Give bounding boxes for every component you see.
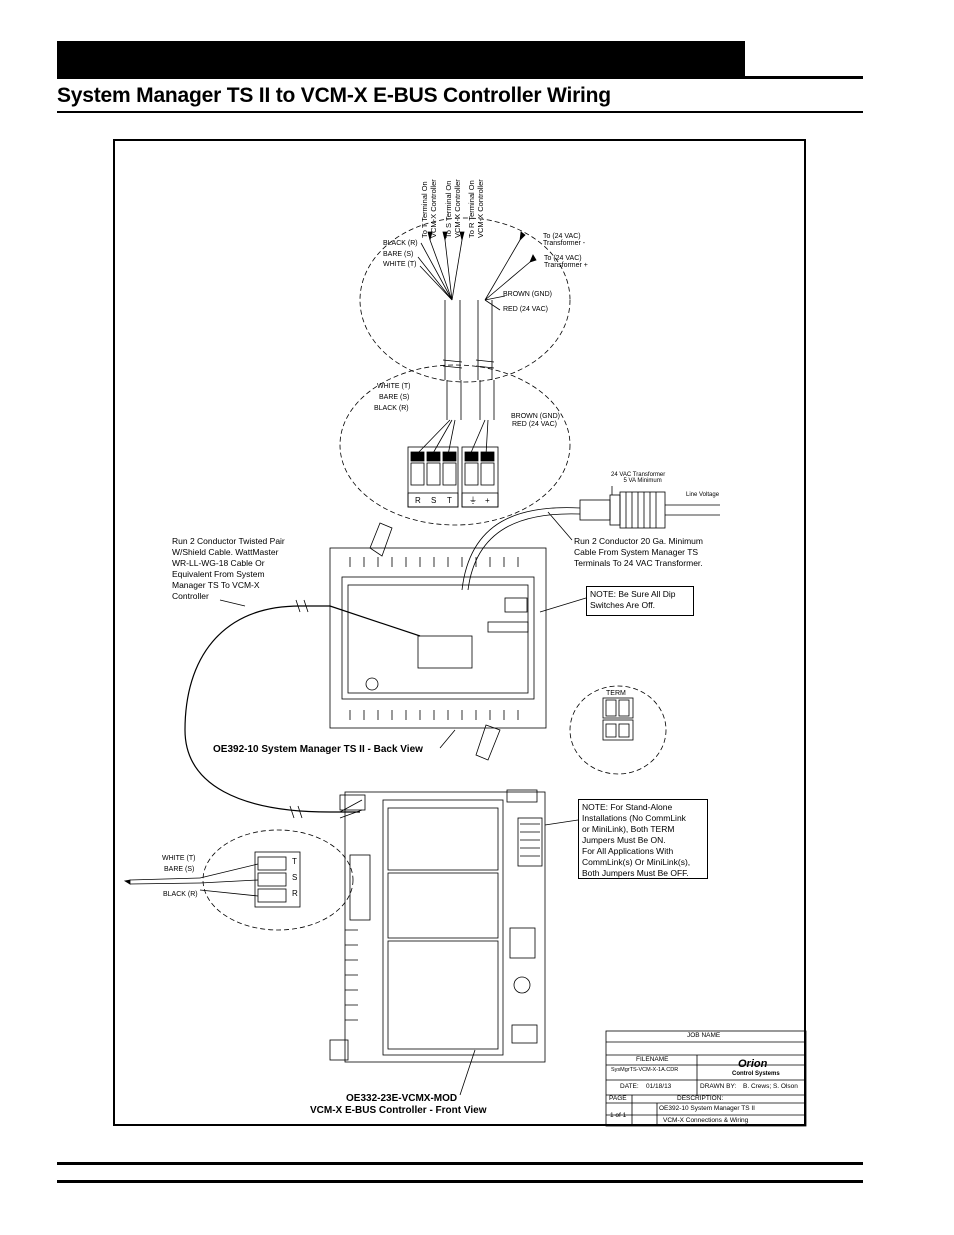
label-vcm-white-t: WHITE (T) bbox=[162, 855, 196, 862]
vcm-terminal-s: S bbox=[292, 873, 298, 882]
label-top-bare-s: BARE (S) bbox=[383, 251, 414, 258]
header-rule bbox=[57, 76, 863, 79]
tb-desc2: VCM-X Connections & Wiring bbox=[663, 1117, 749, 1124]
tb-desc1: OE392-10 System Manager TS II bbox=[659, 1105, 755, 1112]
detail-circle-top bbox=[359, 217, 571, 383]
page-title: System Manager TS II to VCM-X E-BUS Cont… bbox=[57, 84, 611, 107]
label-vcm-black-r: BLACK (R) bbox=[163, 891, 198, 898]
label-mid-white-t: WHITE (T) bbox=[377, 383, 411, 390]
drawing-frame bbox=[113, 139, 806, 1126]
label-24vac-minus: To (24 VAC)Transformer - bbox=[543, 233, 586, 247]
tb-drawn-by-label: DRAWN BY: bbox=[700, 1083, 737, 1090]
title-block bbox=[605, 1030, 807, 1127]
footer-rule-bottom bbox=[57, 1180, 863, 1183]
transformer-body bbox=[579, 499, 611, 521]
header-bar bbox=[57, 41, 745, 76]
term-label: TERM bbox=[606, 690, 626, 697]
caption-back-view: OE392-10 System Manager TS II - Back Vie… bbox=[213, 744, 423, 755]
tb-drawn-by: B. Crews; S. Olson bbox=[743, 1083, 798, 1090]
tb-date-label: DATE: bbox=[620, 1083, 639, 1090]
tb-page: 1 of 1 bbox=[610, 1112, 627, 1119]
title-rule bbox=[57, 111, 863, 113]
label-top-white-t: WHITE (T) bbox=[383, 261, 417, 268]
orion-logo: Orion bbox=[738, 1058, 768, 1070]
tb-filename-label: FILENAME bbox=[636, 1056, 669, 1063]
fan-comm bbox=[429, 239, 463, 301]
terminal-t: T bbox=[447, 496, 452, 505]
system-manager-enclosure bbox=[329, 547, 547, 729]
tb-page-label: PAGE bbox=[609, 1095, 627, 1102]
label-top-red-24: RED (24 VAC) bbox=[503, 306, 548, 313]
vcm-terminal-r: R bbox=[292, 889, 298, 898]
sm-terminal-area bbox=[417, 635, 473, 669]
cable-comm-top bbox=[444, 300, 461, 380]
terminal-s: S bbox=[431, 496, 437, 505]
note-standalone: NOTE: For Stand-Alone Installations (No … bbox=[578, 799, 708, 879]
caption-vcm-part: OE332-23E-VCMX-MOD bbox=[346, 1093, 458, 1104]
orion-logo-subtitle: Control Systems bbox=[732, 1071, 780, 1077]
label-mid-black-r: BLACK (R) bbox=[374, 405, 409, 412]
footer-rule bbox=[57, 1162, 863, 1165]
tb-description-label: DESCRIPTION: bbox=[677, 1095, 724, 1102]
vcm-terminal-t: T bbox=[292, 857, 297, 866]
detail-circle-middle bbox=[339, 364, 571, 526]
terminal-gnd: ⏚ bbox=[469, 496, 477, 505]
twisted-pair-cable bbox=[184, 605, 421, 813]
transformer-cable bbox=[461, 507, 581, 591]
label-top-black-r: BLACK (R) bbox=[383, 240, 418, 247]
note-dip-switches: NOTE: Be Sure All Dip Switches Are Off. bbox=[586, 586, 694, 616]
note-run-20ga: Run 2 Conductor 20 Ga. Minimum Cable Fro… bbox=[574, 536, 703, 568]
detail-circle-term bbox=[569, 685, 667, 775]
line-voltage-label: Line Voltage bbox=[686, 492, 720, 498]
cable-power-top bbox=[477, 300, 493, 380]
label-mid-brown-gnd: BROWN (GND) bbox=[511, 413, 560, 420]
note-twisted-pair: Run 2 Conductor Twisted Pair W/Shield Ca… bbox=[172, 536, 285, 601]
label-24vac-plus: To (24 VAC)Transformer + bbox=[544, 255, 588, 269]
terminal-r: R bbox=[415, 496, 421, 505]
tb-date: 01/18/13 bbox=[646, 1083, 672, 1090]
label-mid-bare-s: BARE (S) bbox=[379, 394, 410, 401]
tb-filename: SysMgrTS-VCM-X-1A.CDR bbox=[611, 1067, 679, 1073]
terminal-plus: + bbox=[485, 496, 490, 505]
label-top-brown-gnd: BROWN (GND) bbox=[503, 291, 552, 298]
detail-circle-vcm bbox=[202, 829, 354, 931]
label-mid-red-24: RED (24 VAC) bbox=[512, 421, 557, 428]
caption-vcm-view: VCM-X E-BUS Controller - Front View bbox=[310, 1105, 487, 1116]
vcm-board bbox=[344, 791, 546, 1063]
vcm-terminal-block bbox=[254, 851, 301, 908]
label-vcm-bare-s: BARE (S) bbox=[164, 866, 195, 873]
tb-job-name-label: JOB NAME bbox=[687, 1032, 721, 1039]
